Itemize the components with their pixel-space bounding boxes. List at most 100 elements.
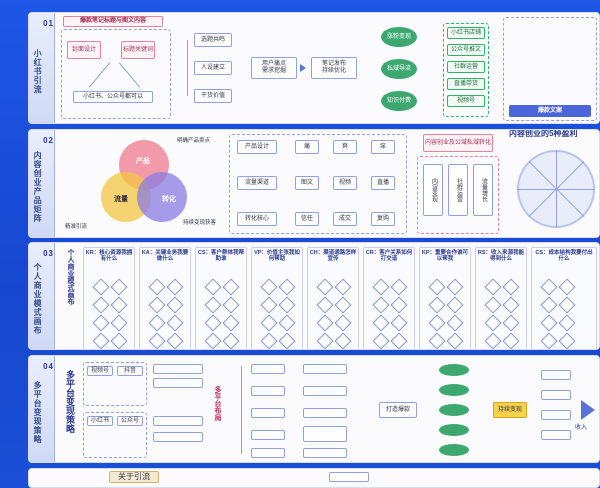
branch-box [303,386,347,396]
canvas-column: KP：重要合作谁可以帮我 [419,247,471,349]
right-title: 内容创业的5种盈利 [509,129,578,138]
branch-box [303,448,347,458]
canvas-column: CS：客户群体我帮助谁 [195,247,247,349]
result-box [541,410,571,420]
row-item: 痒 [371,140,395,154]
mid-title: 多平台布局 [214,386,221,421]
result-box [541,390,571,400]
row-item: 视频 [333,176,357,190]
section-number: 01 [43,19,54,28]
green-node [439,364,469,376]
green-node: 私域导流 [381,59,417,79]
canvas-column: KA：关键业务我要做什么 [139,247,191,349]
row-label: 流量渠道 [237,176,277,190]
green-node: 知识付费 [381,91,417,111]
branch-box [303,408,347,418]
green-column [443,23,489,117]
pink-col: 流量增长 [473,164,493,216]
venn-note: 持续变现获客 [183,220,217,226]
end-arrow [581,400,595,420]
branch-box [303,364,347,374]
green-item: 小红书店铺 [447,27,485,39]
flow-node: 持续变现 [493,402,527,418]
row-label: 转化核心 [237,212,277,226]
platform-box: 小红书 [87,416,113,426]
branch-box [251,386,285,396]
canvas-column: KR：核心资源我拥有什么 [83,247,135,349]
green-node [439,404,469,416]
row-item: 复购 [371,212,395,226]
branch-box [303,426,347,442]
band5-box [329,472,369,482]
section-label: 个人商业模式画布 [33,263,43,335]
mid-box [153,416,203,426]
row-item: 成交 [333,212,357,226]
row-item: 爽 [333,140,357,154]
flow-node: 打造爆款 [379,402,417,418]
venn-circle-conversion [137,172,187,222]
band5-title: 关于引流 [109,471,159,483]
row-item: 图文 [295,176,319,190]
band1-title: 爆款笔记标题与图文内容 [63,16,163,27]
pink-col: 内容变现 [423,164,443,216]
platform-box: 抖音 [117,366,143,376]
left-box-group [83,362,147,406]
row-item: 直播 [371,176,395,190]
mid-item: 选题共鸣 [194,33,232,47]
pink-col: 社群运营 [448,164,468,216]
right-panel [503,17,597,121]
section-5: 关于引流 [28,468,600,488]
section-label: 内容创业产品矩阵 [33,150,43,223]
row-item: 痛 [295,140,319,154]
section-number: 04 [43,362,54,371]
canvas-column: CR：客户关系如何打交道 [363,247,415,349]
section-number: 02 [43,136,54,145]
mid-box [153,378,203,388]
canvas-column: VP：价值主张我如何帮助 [251,247,303,349]
branch-box [251,430,285,440]
green-node [439,384,469,396]
left-item: 标题关键词 [121,41,155,59]
green-item: 公众号推文 [447,44,485,56]
canvas-column: CH：渠道通路怎样宣传 [307,247,359,349]
venn-note: 明确产品卖点 [177,138,211,144]
flow-node: 笔记发布 持续优化 [311,57,357,79]
green-item: 视频号 [447,95,485,107]
venn-label: 流量 [114,196,128,203]
result-box [541,430,571,440]
right-panel-title: 爆款文案 [509,105,591,117]
pink-group [417,156,499,234]
row-label: 产品设计 [237,140,277,154]
left-item: 封面设计 [67,41,101,59]
venn-label: 产品 [136,158,150,165]
left-note: 小红书、公众号都可以 [73,91,153,103]
section-number: 03 [43,249,54,258]
band3-lead: 个人商业模式画布 [67,249,74,305]
venn-label: 转化 [162,196,176,203]
green-node: 涨粉变现 [381,27,417,47]
canvas-column: RS：收入来源我能得到什么 [475,247,527,349]
platform-box: 公众号 [117,416,143,426]
branch-box [251,448,285,458]
green-item: 直播带货 [447,78,485,90]
green-item: 社群运营 [447,61,485,73]
row-item: 信任 [295,212,319,226]
mid-item: 干货价值 [194,89,232,103]
left-box-group [83,412,147,458]
band4-lead: 多平台变现策略 [65,370,75,433]
end-label: 收入 [575,425,588,431]
mid-box [153,432,203,442]
green-node [439,444,469,456]
branch-box [251,364,285,374]
result-box [541,370,571,380]
pink-title: 内容创业及公域私域转化 [423,134,493,152]
platform-box: 视频号 [87,366,113,376]
